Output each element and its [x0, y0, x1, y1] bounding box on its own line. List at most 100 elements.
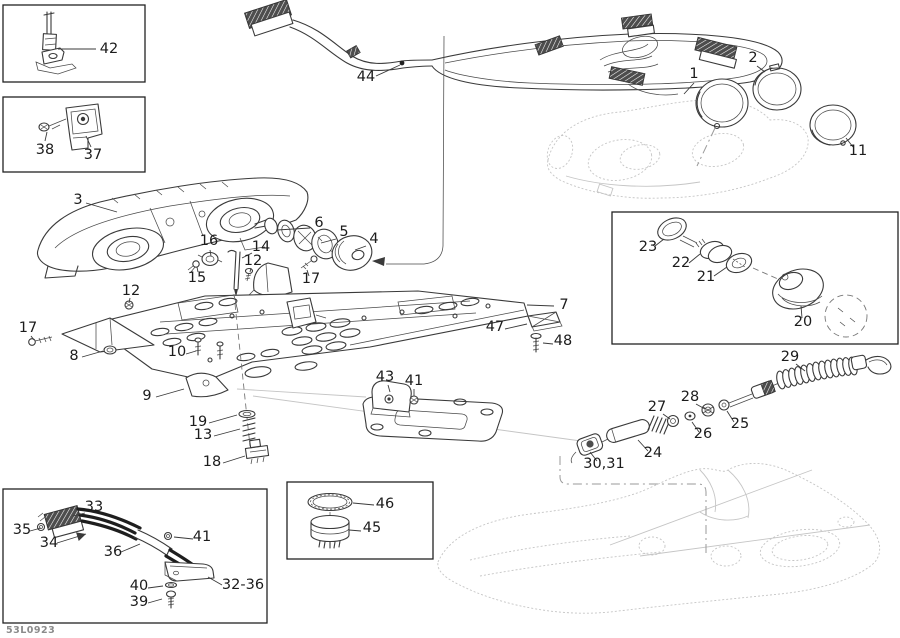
adjuster-spring-column	[233, 293, 270, 465]
callout-27-2: 2	[748, 50, 757, 66]
leader-31-21	[713, 266, 728, 277]
switch-45-46-parts	[307, 492, 353, 549]
callout-39-30,31: 30,31	[583, 456, 625, 472]
leader-34-28	[695, 403, 706, 410]
leader-23-47	[504, 323, 528, 330]
callout-15-10: 10	[168, 344, 186, 360]
grip-wire-assembly	[36, 505, 215, 609]
callout-47-39: 39	[130, 594, 148, 610]
ignition-switch-parts	[657, 217, 868, 338]
leader-12-12	[128, 297, 131, 304]
callout-21-41: 41	[405, 373, 423, 389]
hull-sketch	[437, 456, 881, 614]
callout-45-32-36: 32-36	[222, 577, 264, 593]
callout-22-7: 7	[559, 297, 568, 313]
drawing-number: 53L0923	[6, 625, 55, 636]
main-harness-drawing	[243, 0, 783, 265]
leader-33-29	[795, 363, 806, 372]
callout-40-33: 33	[85, 499, 103, 515]
leader-35-27	[662, 413, 671, 420]
leader-28-11	[845, 137, 854, 148]
detail-box-switch-45-46	[286, 481, 434, 560]
leader-39-30,31	[589, 451, 598, 462]
callout-20-43: 43	[376, 369, 394, 385]
callout-12-12: 12	[122, 283, 140, 299]
callout-44-41: 41	[193, 529, 211, 545]
callout-36-26: 26	[694, 426, 712, 442]
detail-box-item-37-38	[2, 96, 146, 173]
callout-32-20: 20	[794, 314, 812, 330]
callout-29-23: 23	[639, 239, 657, 255]
callout-11-17: 17	[302, 271, 320, 287]
callout-10-4: 4	[369, 231, 378, 247]
leader-9-5	[320, 238, 337, 244]
leader-19-18	[222, 455, 246, 464]
callout-5-15: 15	[188, 270, 206, 286]
callout-14-8: 8	[69, 348, 78, 364]
callout-17-19: 19	[189, 414, 207, 430]
leader-47-39	[147, 598, 163, 604]
leader-arrowhead-34	[76, 532, 86, 541]
tether-location-leader	[559, 456, 707, 557]
callout-23-47: 47	[486, 319, 504, 335]
callout-19-18: 18	[203, 454, 221, 470]
leader-27-2	[756, 65, 766, 73]
leader-41-35	[29, 527, 42, 532]
callout-16-9: 9	[142, 388, 151, 404]
callout-30-22: 22	[672, 255, 690, 271]
leader-14-8	[81, 350, 104, 358]
callout-37-25: 25	[731, 416, 749, 432]
leader-13-17	[30, 335, 35, 341]
leader-32-20	[800, 305, 803, 319]
callout-8-6: 6	[314, 215, 323, 231]
leader-7-12	[249, 267, 252, 273]
leader-36-26	[691, 421, 700, 433]
leader-5-15	[196, 266, 199, 273]
leader-10-4	[354, 245, 367, 251]
leader-45-32-36	[207, 576, 223, 586]
leader-3-3	[85, 202, 118, 213]
callout-33-29: 29	[781, 349, 799, 365]
callout-35-27: 27	[648, 399, 666, 415]
tether-cord-assembly	[570, 354, 892, 464]
leader-48-46	[352, 502, 375, 506]
callout-48-46: 46	[376, 496, 394, 512]
callout-42-34: 34	[40, 535, 58, 551]
leader-38-24	[637, 439, 649, 452]
leader-2-37	[85, 135, 92, 148]
callout-1-38: 38	[36, 142, 54, 158]
leader-29-23	[654, 238, 665, 247]
leader-40-33	[72, 512, 86, 517]
coiled-cord-29	[776, 356, 858, 390]
leader-37-25	[726, 410, 735, 423]
leader-46-40	[147, 585, 164, 589]
leader-20-43	[387, 384, 391, 393]
part-42-drawing	[35, 11, 77, 75]
callout-49-45: 45	[363, 520, 381, 536]
leader-16-9	[155, 388, 185, 398]
callout-4-16: 16	[200, 233, 218, 249]
gauge-bezels	[695, 63, 857, 146]
callout-28-11: 11	[849, 143, 867, 159]
leader-49-45	[348, 529, 362, 532]
headlight-housing-drawing	[36, 177, 309, 279]
harness-lead-wire	[386, 35, 445, 265]
callout-9-5: 5	[339, 224, 348, 240]
callout-24-48: 48	[554, 333, 572, 349]
callout-0-42: 42	[100, 41, 118, 57]
leader-8-6	[276, 227, 311, 231]
callout-3-3: 3	[73, 192, 82, 208]
console-sketch	[546, 99, 809, 199]
detail-box-grip-assembly	[2, 488, 268, 624]
callout-7-12: 12	[244, 253, 262, 269]
callout-13-17: 17	[19, 320, 37, 336]
leader-43-36	[120, 543, 141, 553]
callout-38-24: 24	[644, 445, 662, 461]
leader-30-22	[688, 253, 701, 264]
callout-34-28: 28	[681, 389, 699, 405]
leader-1-38	[44, 131, 48, 142]
callout-31-21: 21	[697, 269, 715, 285]
